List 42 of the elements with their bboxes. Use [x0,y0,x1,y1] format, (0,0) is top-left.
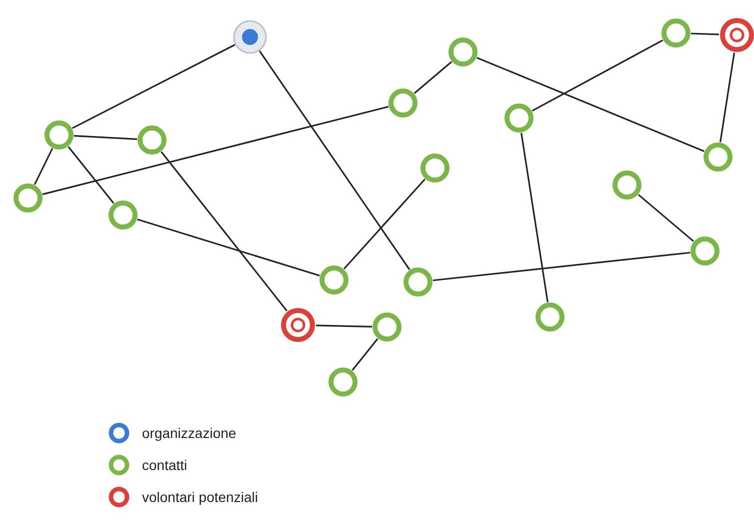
organization-node [233,20,267,54]
legend-label: volontari potenziali [142,489,258,505]
connector-line [476,56,704,152]
contact-node [612,170,642,200]
connector-line [68,146,114,204]
contact-node [319,265,349,295]
connector-line [74,135,138,140]
connector-line [638,194,694,242]
contact-node [372,312,402,342]
connector-line [414,61,452,94]
connector-line [352,338,378,371]
contact-node [661,18,691,48]
contact-node [403,267,433,297]
contact-node [137,125,167,155]
connector-line [72,44,236,129]
connector-line [532,39,664,112]
connector-line [720,52,736,142]
connector-line [432,252,690,282]
legend-label: organizzazione [142,425,236,441]
contact-node [328,367,358,397]
contact-node [44,120,74,150]
connector-line [160,151,288,312]
contact-node [703,142,733,172]
contact-node [448,37,478,67]
legend-label: contatti [142,457,188,473]
contact-node [690,236,720,266]
contact-node [108,200,138,230]
volunteer-node [280,307,316,343]
connector-line [34,148,54,185]
connector-line [258,50,410,270]
connector-line [520,132,548,302]
connector-line [42,106,389,196]
connector-line [343,178,426,270]
contact-node [420,153,450,183]
contact-node [535,302,565,332]
contact-node [504,103,534,133]
volunteer-node [719,17,754,53]
connector-line [137,218,320,276]
connector-line [316,324,372,328]
contact-node [13,183,43,213]
connector-line [690,32,720,36]
contact-node [388,88,418,118]
